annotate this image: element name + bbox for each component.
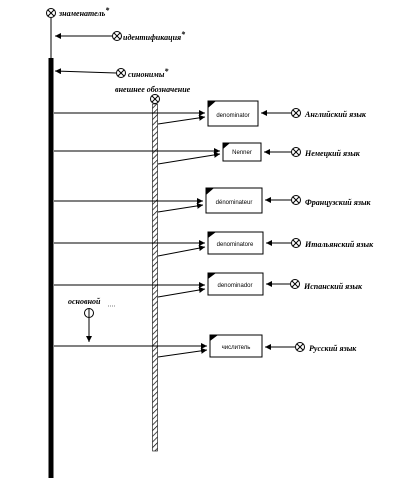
word-german: Nenner (232, 150, 252, 156)
main-marker-node (84, 308, 94, 318)
synonyms-node (116, 68, 126, 78)
identification-label: идентификация* (123, 30, 186, 42)
identification-node (112, 31, 122, 41)
row-french: dénominateur Французский язык (54, 187, 372, 214)
word-french: dénominateur (216, 200, 253, 206)
language-german: Немецкий язык (304, 149, 361, 158)
row-german: Nenner Немецкий язык (54, 142, 361, 165)
main-axis (48, 58, 54, 478)
head-label: знаменатель* (58, 6, 110, 18)
main-marker-label: основной (68, 297, 101, 306)
synonyms-label: синонимы* (128, 67, 169, 79)
language-english: Английский язык (304, 110, 367, 119)
language-spanish: Испанский язык (303, 282, 363, 291)
external-designation-node (150, 94, 160, 104)
word-english: denominator (216, 113, 249, 119)
word-spanish: denominador (217, 283, 252, 289)
row-italian: denominatore Итальянский язык (54, 231, 374, 257)
word-italian: denominatore (217, 242, 254, 248)
row-spanish: denominador Испанский язык (54, 272, 363, 298)
row-english: denominator Английский язык (54, 100, 367, 127)
external-designation-axis (152, 103, 158, 452)
language-russian: Русский язык (309, 344, 357, 353)
language-french: Французский язык (305, 198, 372, 207)
row-russian: числитель Русский язык (54, 334, 357, 358)
synonyms-arrow (54, 68, 117, 75)
external-designation-label: внешнее обозначение (115, 85, 191, 94)
language-italian: Итальянский язык (304, 240, 374, 249)
word-russian: числитель (222, 345, 251, 351)
head-node (46, 8, 56, 18)
